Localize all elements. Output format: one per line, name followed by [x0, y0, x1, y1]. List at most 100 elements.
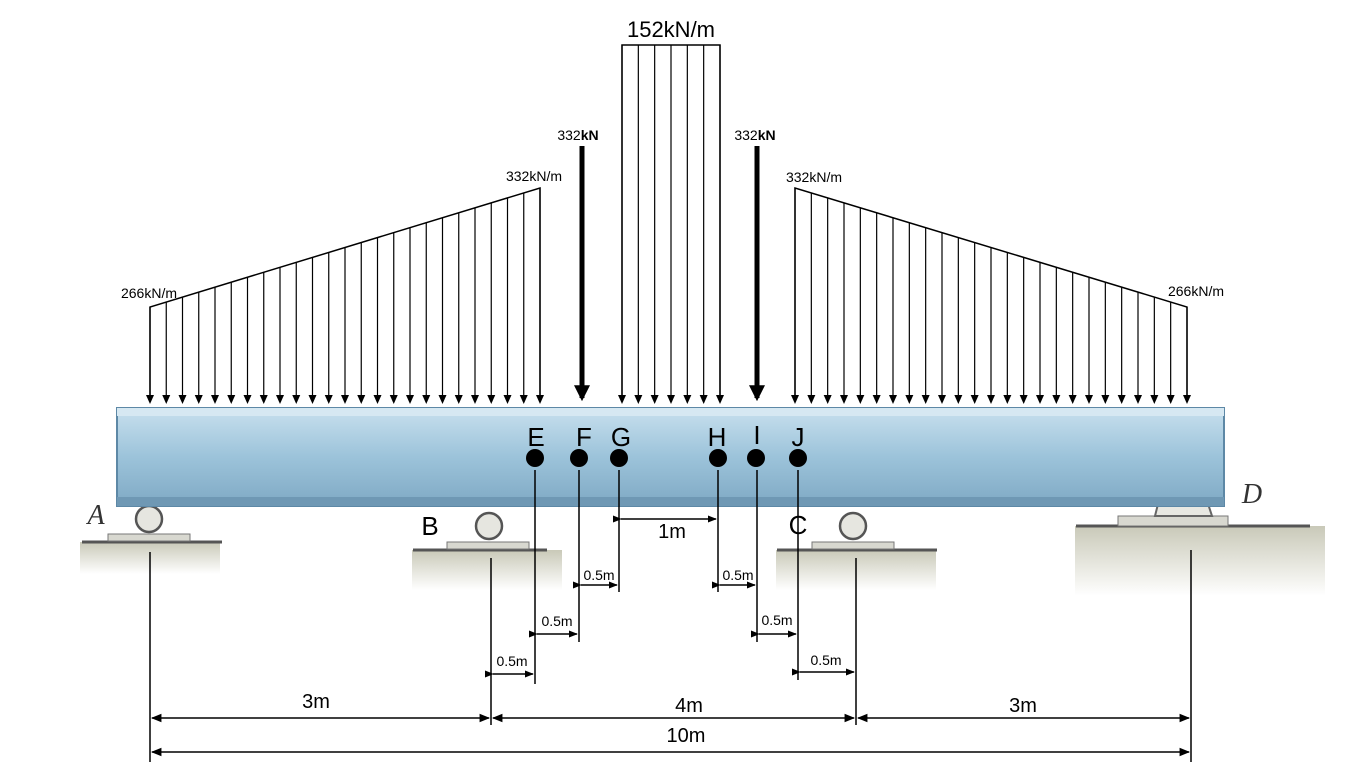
load-arrow-left-head	[178, 395, 187, 404]
support-d	[1075, 465, 1325, 596]
load-arrow-left-head	[487, 395, 496, 404]
point-h-label: H	[708, 422, 727, 452]
load-arrow-left-head	[243, 395, 252, 404]
tri-left-end-label: 266kN/m	[121, 285, 177, 301]
load-arrow-left-head	[211, 395, 219, 404]
load-arrow-left-head	[406, 395, 414, 404]
load-arrow-right-head	[840, 395, 848, 404]
load-arrow-right-head	[856, 395, 865, 404]
point-g-dot	[610, 449, 628, 467]
load-arrow-right-head	[905, 395, 914, 404]
load-arrow-left-head	[373, 395, 382, 404]
point-e-dot	[526, 449, 544, 467]
dimension-lines	[150, 515, 1191, 757]
dim-cd-label: 3m	[1009, 695, 1037, 717]
dim-hi-label: 0.5m	[722, 567, 753, 583]
dim-fg-label: 0.5m	[583, 567, 614, 583]
point-load-left-value: 332	[557, 127, 581, 143]
load-arrow-uniform-head	[716, 395, 724, 404]
load-arrow-uniform-head	[618, 395, 626, 404]
dim-total-label: 10m	[667, 725, 706, 747]
load-arrow-uniform-head	[634, 395, 643, 404]
load-arrow-left-head	[471, 395, 479, 404]
dim-ab-label: 3m	[302, 691, 330, 713]
support-b	[412, 511, 562, 590]
load-arrow-right-head	[1036, 395, 1044, 404]
point-e-label: E	[527, 422, 544, 452]
load-arrow-left-head	[146, 395, 154, 404]
dim-bc-label: 4m	[675, 695, 703, 717]
support-a-label: A	[85, 500, 105, 531]
dim-be-label: 0.5m	[496, 653, 527, 669]
support-d-label: D	[1241, 479, 1262, 510]
tri-right-peak-label: 332kN/m	[786, 169, 842, 185]
load-arrow-left-head	[308, 395, 317, 404]
point-i-label: I	[753, 420, 760, 450]
tri-right-end-label: 266kN/m	[1168, 283, 1224, 299]
load-arrow-right-head	[1052, 395, 1061, 404]
load-arrow-uniform-head	[650, 395, 659, 404]
load-arrow-right-head	[1183, 395, 1191, 404]
load-arrow-right-head	[1085, 395, 1093, 404]
point-load-right-unit: kN	[758, 127, 776, 143]
load-arrow-left-head	[194, 395, 203, 404]
load-arrow-left-head	[438, 395, 447, 404]
load-arrow-uniform-head	[699, 395, 708, 404]
dim-gh-label: 1m	[658, 521, 686, 543]
point-j-label: J	[792, 422, 805, 452]
load-arrow-right-head	[938, 395, 946, 404]
point-load-right-label: 332kN	[734, 127, 775, 143]
dim-ij-label: 0.5m	[761, 612, 792, 628]
dim-ef-label: 0.5m	[541, 613, 572, 629]
load-arrow-right-head	[1134, 395, 1142, 404]
load-arrow-left-head	[341, 395, 349, 404]
point-g-label: G	[611, 422, 631, 452]
point-f-label: F	[576, 422, 592, 452]
load-arrow-right-head	[1019, 395, 1028, 404]
points: E F G H I J	[526, 420, 807, 467]
load-arrow-left-head	[519, 395, 528, 404]
load-arrow-right-head	[987, 395, 995, 404]
dim-jc-label: 0.5m	[810, 652, 841, 668]
load-arrow-right-head	[1101, 395, 1110, 404]
load-arrow-left-head	[536, 395, 544, 404]
load-arrow-right-head	[872, 395, 881, 404]
distributed-loads	[146, 44, 1191, 404]
load-arrow-right-head	[791, 395, 799, 404]
point-h-dot	[709, 449, 727, 467]
load-arrow-left-head	[292, 395, 301, 404]
uniform-load-label: 152kN/m	[627, 17, 715, 42]
beam	[116, 407, 1225, 507]
load-arrow-left-head	[259, 395, 268, 404]
point-i-dot	[747, 449, 765, 467]
load-arrow-left-head	[276, 395, 284, 404]
point-j-dot	[789, 449, 807, 467]
extension-lines	[149, 470, 1192, 762]
load-arrow-left-head	[503, 395, 512, 404]
load-arrow-right-head	[921, 395, 930, 404]
load-arrow-left-head	[389, 395, 398, 404]
load-arrow-right-head	[823, 395, 832, 404]
load-arrow-right-head	[1166, 395, 1175, 404]
load-arrow-right-head	[1068, 395, 1077, 404]
point-load-right-value: 332	[734, 127, 758, 143]
load-arrow-left-head	[324, 395, 333, 404]
load-arrow-left-head	[454, 395, 463, 404]
tri-left-peak-label: 332kN/m	[506, 168, 562, 184]
load-arrow-right-head	[970, 395, 979, 404]
support-b-label: B	[421, 511, 438, 541]
load-arrow-uniform-head	[683, 395, 692, 404]
load-arrow-left-head	[162, 395, 171, 404]
load-arrow-right-head	[889, 395, 897, 404]
load-arrow-right-head	[954, 395, 963, 404]
load-arrow-right-head	[1150, 395, 1159, 404]
load-arrow-left-head	[422, 395, 431, 404]
point-load-left-label: 332kN	[557, 127, 598, 143]
load-arrow-uniform-head	[667, 395, 675, 404]
load-arrow-left-head	[227, 395, 236, 404]
load-arrow-left-head	[357, 395, 366, 404]
load-arrow-right-head	[1117, 395, 1126, 404]
point-load-left-unit: kN	[581, 127, 599, 143]
load-arrow-right-head	[807, 395, 816, 404]
